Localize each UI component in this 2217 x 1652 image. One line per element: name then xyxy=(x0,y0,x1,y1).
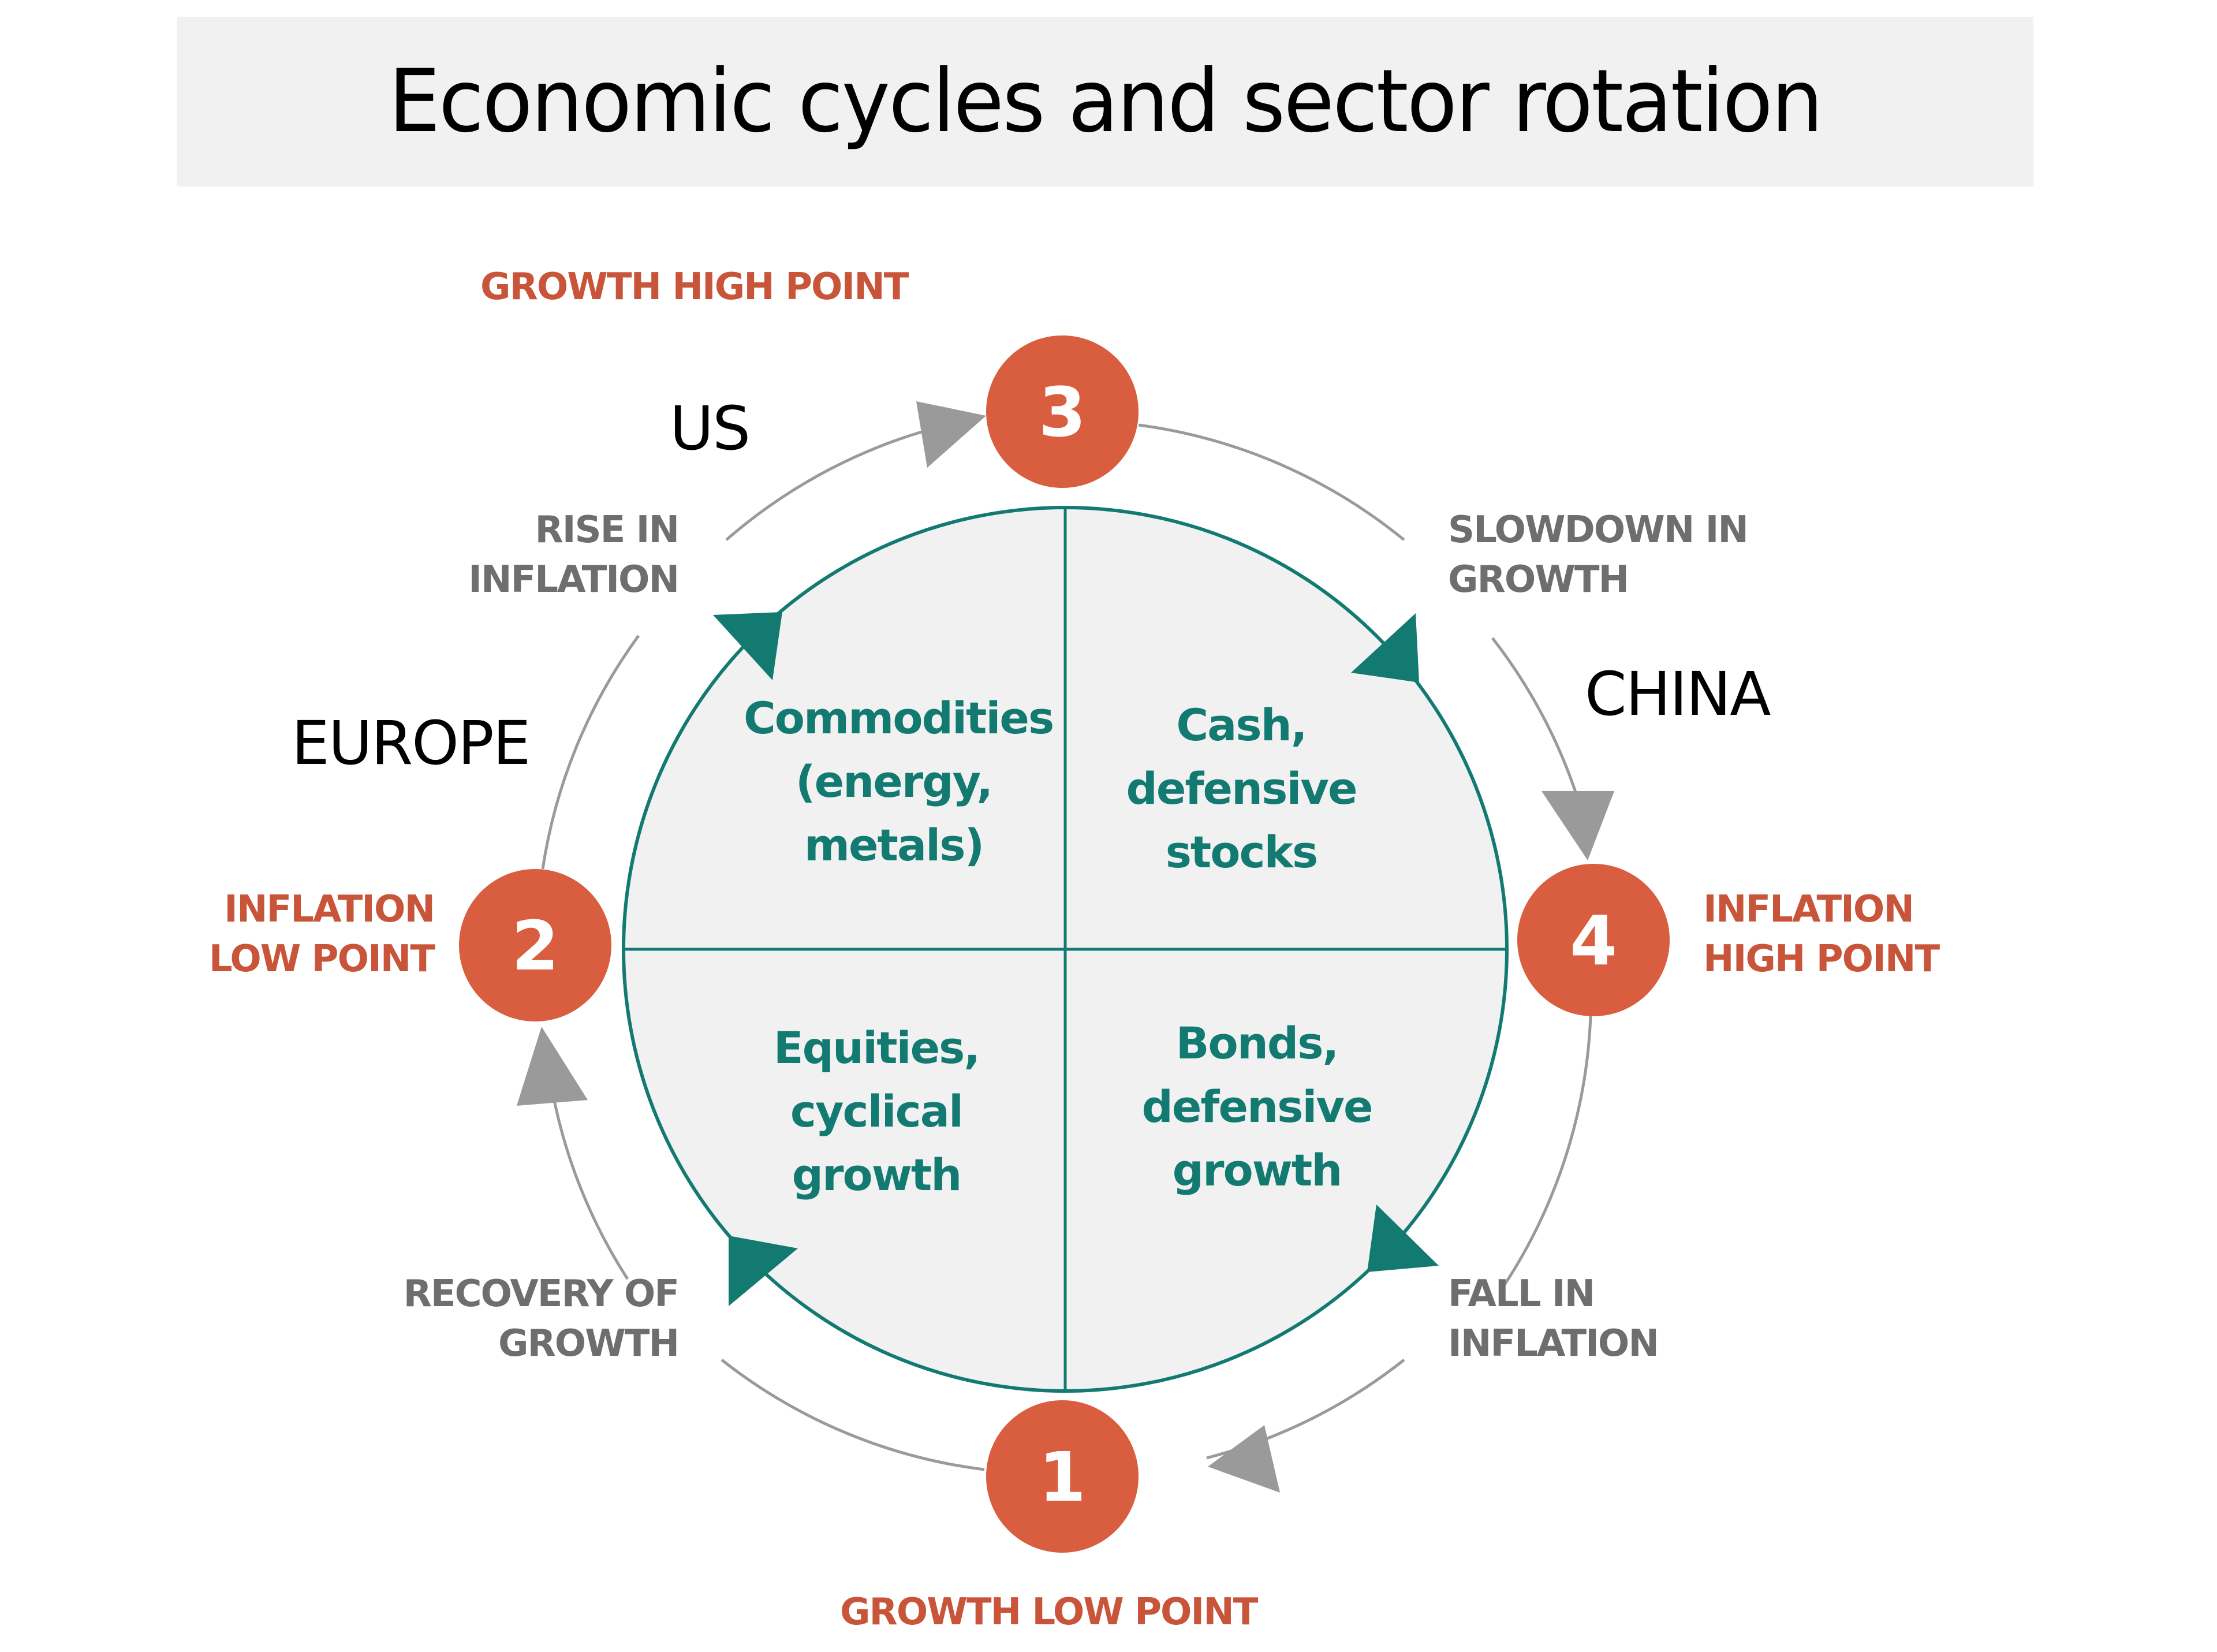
outer-arc-to-4 xyxy=(1491,637,1581,803)
point-1: 1 xyxy=(986,1400,1139,1553)
label-line: GROWTH xyxy=(1448,558,1629,601)
country-us: US xyxy=(670,393,751,464)
point-1-circle xyxy=(986,1400,1139,1553)
point-2: 2 xyxy=(459,869,611,1021)
quadrant-line: defensive xyxy=(1126,763,1357,814)
title-bar: Economic cycles and sector rotation xyxy=(177,17,2033,187)
outer-arrowheads xyxy=(517,401,1614,1493)
teal-arrow-top-left-icon xyxy=(713,612,782,680)
rise-in-inflation-label: RISE IN INFLATION xyxy=(468,505,680,605)
quadrant-line: Cash, xyxy=(1176,699,1307,751)
teal-arrow-top-right-icon xyxy=(1351,613,1419,683)
quadrant-line: Bonds, xyxy=(1175,1017,1339,1069)
outer-ring xyxy=(541,423,1592,1471)
point-4-circle xyxy=(1517,864,1670,1016)
label-line: LOW POINT xyxy=(208,938,435,980)
quadrant-cash: Cash, defensive stocks xyxy=(1091,693,1391,884)
quadrant-line: Equities, xyxy=(773,1022,981,1073)
label-line: INFLATION xyxy=(468,558,680,601)
outer-arc-3-right xyxy=(1138,423,1405,541)
label-line: RECOVERY OF xyxy=(403,1273,680,1315)
growth-low-point-label: GROWTH LOW POINT xyxy=(840,1587,1258,1637)
arrow-into-2-icon xyxy=(517,1027,588,1106)
outer-arc-to-1 xyxy=(1206,1359,1405,1460)
growth-high-point-label: GROWTH HIGH POINT xyxy=(480,262,909,312)
outer-arc-2-up xyxy=(541,635,640,870)
point-3: 3 xyxy=(986,335,1139,488)
outer-arc-2-to-3 xyxy=(725,423,947,541)
point-3-number: 3 xyxy=(1039,372,1086,452)
label-line: INFLATION xyxy=(1448,1322,1659,1365)
country-china: CHINA xyxy=(1585,659,1771,729)
inner-arrowheads xyxy=(713,612,1439,1306)
arrow-into-4-icon xyxy=(1542,791,1614,860)
point-3-circle xyxy=(986,335,1139,488)
point-2-number: 2 xyxy=(512,906,559,986)
quadrant-line: growth xyxy=(1172,1144,1343,1196)
label-line: RISE IN xyxy=(535,509,680,551)
inflation-high-point-label: INFLATION HIGH POINT xyxy=(1703,885,1940,984)
quadrant-equities: Equities, cyclical growth xyxy=(726,1016,1027,1207)
label-line: INFLATION xyxy=(224,888,435,931)
label-line: GROWTH xyxy=(498,1322,680,1365)
quadrant-bonds: Bonds, defensive growth xyxy=(1107,1012,1407,1202)
inflation-low-point-label: INFLATION LOW POINT xyxy=(208,885,435,984)
quadrant-line: growth xyxy=(792,1149,962,1200)
teal-arrow-bottom-left-icon xyxy=(729,1236,798,1306)
country-europe: EUROPE xyxy=(292,708,531,778)
recovery-of-growth-label: RECOVERY OF GROWTH xyxy=(403,1269,680,1368)
arrow-into-1-icon xyxy=(1208,1425,1280,1493)
quadrant-line: stocks xyxy=(1165,826,1319,878)
point-2-circle xyxy=(459,869,611,1021)
quadrant-line: metals) xyxy=(804,819,984,871)
outer-arc-1-left xyxy=(721,1359,985,1471)
point-4-number: 4 xyxy=(1570,901,1617,980)
label-line: INFLATION xyxy=(1703,888,1914,931)
teal-arrow-bottom-right-icon xyxy=(1367,1204,1439,1272)
quadrant-line: cyclical xyxy=(790,1086,964,1137)
point-1-number: 1 xyxy=(1039,1437,1086,1517)
outer-arc-to-2 xyxy=(550,1085,629,1280)
outer-arc-4-down xyxy=(1503,1016,1592,1286)
arrow-into-3-icon xyxy=(916,401,986,468)
slowdown-in-growth-label: SLOWDOWN IN GROWTH xyxy=(1448,505,1749,605)
point-4: 4 xyxy=(1517,864,1670,1016)
quadrant-commodities: Commodities (energy, metals) xyxy=(744,687,1054,877)
label-line: GROWTH HIGH POINT xyxy=(480,266,909,308)
label-line: FALL IN xyxy=(1448,1273,1595,1315)
quadrant-line: defensive xyxy=(1141,1081,1373,1132)
label-line: HIGH POINT xyxy=(1703,938,1940,980)
label-line: GROWTH LOW POINT xyxy=(840,1591,1258,1634)
quadrant-line: (energy, xyxy=(795,756,993,807)
fall-in-inflation-label: FALL IN INFLATION xyxy=(1448,1269,1659,1368)
label-line: SLOWDOWN IN xyxy=(1448,509,1749,551)
page-title: Economic cycles and sector rotation xyxy=(388,51,1823,152)
quadrant-line: Commodities xyxy=(744,692,1054,744)
